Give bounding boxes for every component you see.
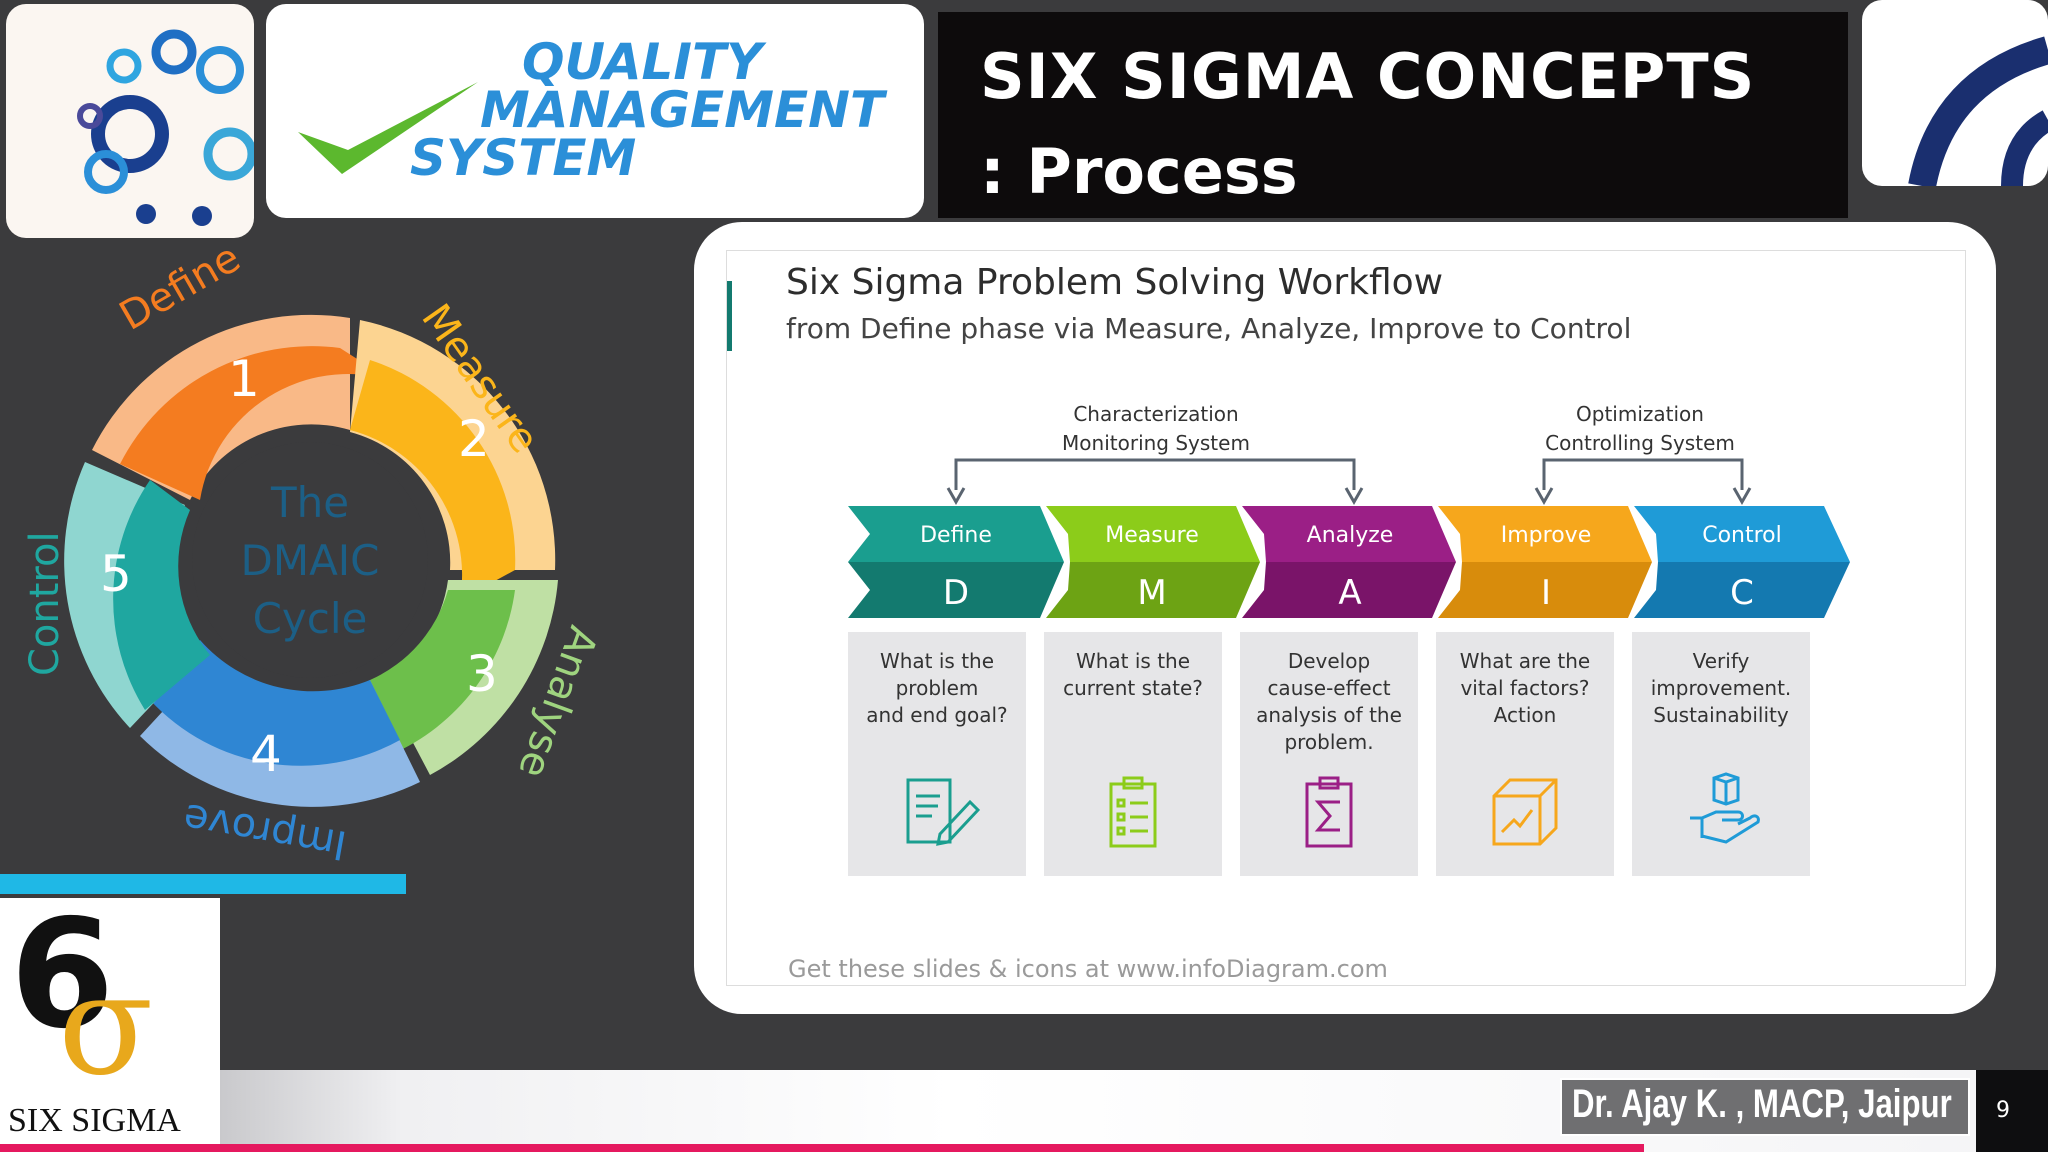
- clipboard-checklist-icon: [1109, 776, 1157, 848]
- qms-line3: SYSTEM: [410, 129, 637, 187]
- step-card-improve-text: What are the vital factors? Action: [1436, 632, 1614, 729]
- bracket-characterization: [946, 458, 1364, 506]
- group1-line2: Monitoring System: [1062, 431, 1250, 455]
- step-card-control: Verify improvement. Sustainability: [1632, 632, 1810, 876]
- step-card-define: What is the problem and end goal?: [848, 632, 1026, 876]
- chevron-measure: Measure M: [1046, 506, 1260, 618]
- group-label-characterization: Characterization Monitoring System: [1046, 400, 1266, 458]
- right-logo-tile: [1862, 0, 2048, 189]
- step-text-line: cause-effect: [1267, 676, 1391, 700]
- step-text-line: problem.: [1284, 730, 1374, 754]
- step-text-line: Develop: [1287, 649, 1371, 673]
- step-text-line: What are the: [1459, 649, 1591, 673]
- step-text-line: improvement.: [1650, 676, 1792, 700]
- dmaic-center-line3: Cycle: [252, 594, 368, 643]
- step-card-analyze-text: Develop cause-effect analysis of the pro…: [1240, 632, 1418, 756]
- logo-sigma: σ: [58, 944, 154, 1107]
- page-number-box: [1976, 1070, 2048, 1152]
- page-number: 9: [1996, 1098, 2010, 1123]
- step-card-measure: What is the current state?: [1044, 632, 1222, 876]
- checkmark-icon: [298, 82, 478, 174]
- step-text-line: What is the: [1075, 649, 1191, 673]
- chevron-analyze-label: Analyze: [1307, 523, 1394, 548]
- chevron-analyze: Analyze A: [1242, 506, 1456, 618]
- workflow-subtitle: from Define phase via Measure, Analyze, …: [786, 312, 1632, 345]
- gears-image: [6, 4, 257, 238]
- chevron-define: Define D: [848, 506, 1064, 618]
- footer-accent-line: [0, 1144, 1644, 1152]
- step-text-line: problem: [895, 676, 979, 700]
- group-label-optimization: Optimization Controlling System: [1530, 400, 1750, 458]
- chevron-control-label: Control: [1702, 523, 1782, 548]
- bracket-optimization: [1534, 458, 1752, 506]
- dmaic-cycle: [64, 314, 558, 807]
- page-subtitle: : Process: [980, 135, 1298, 208]
- dmaic-center-line2: DMAIC: [240, 536, 380, 585]
- step-text-line: What is the: [879, 649, 995, 673]
- step-text-line: Verify: [1692, 649, 1750, 673]
- workflow-footer: Get these slides & icons at www.infoDiag…: [788, 955, 1388, 983]
- hand-holding-box-icon: [1690, 772, 1760, 844]
- dmaic-number-1: 1: [228, 350, 260, 408]
- chevron-improve-letter: I: [1541, 573, 1551, 613]
- qms-logo: [266, 4, 924, 218]
- chevron-control: Control C: [1634, 506, 1850, 618]
- group1-line1: Characterization: [1073, 402, 1239, 426]
- step-text-line: and end goal?: [866, 703, 1008, 727]
- clipboard-sigma-icon: [1305, 776, 1353, 848]
- step-text-line: analysis of the: [1256, 703, 1402, 727]
- author-name: Dr. Ajay K. , MACP, Jaipur: [1572, 1082, 1952, 1126]
- slide-accent-mark: [727, 281, 732, 351]
- gears-icon: [77, 29, 257, 226]
- qms-wordmark: QUALITY MANAGEMENT SYSTEM: [410, 33, 885, 187]
- group2-line1: Optimization: [1576, 402, 1704, 426]
- dmaic-number-2: 2: [458, 410, 490, 468]
- six-sigma-logo: 6 σ SIX SIGMA: [0, 888, 220, 1150]
- chevron-define-letter: D: [943, 573, 969, 613]
- logo-text: SIX SIGMA: [8, 1102, 181, 1139]
- chevron-analyze-letter: A: [1338, 573, 1361, 613]
- chevron-define-label: Define: [920, 523, 992, 548]
- step-card-measure-text: What is the current state?: [1044, 632, 1222, 702]
- title-box: [938, 12, 1848, 218]
- chevron-measure-letter: M: [1137, 573, 1166, 613]
- dmaic-center-text: The DMAIC Cycle: [200, 474, 420, 648]
- qms-line1: QUALITY: [522, 33, 763, 91]
- dmaic-number-5: 5: [100, 545, 132, 603]
- author-box: [1560, 1078, 1970, 1136]
- step-text-line: current state?: [1063, 676, 1203, 700]
- document-pencil-icon: [906, 778, 980, 846]
- box-growth-chart-icon: [1492, 778, 1558, 846]
- step-text-line: Sustainability: [1653, 703, 1789, 727]
- page-title: SIX SIGMA CONCEPTS: [980, 40, 1756, 113]
- chevron-improve: Improve I: [1438, 506, 1652, 618]
- logo-six: 6: [10, 888, 115, 1062]
- step-card-control-text: Verify improvement. Sustainability: [1632, 632, 1810, 729]
- step-card-analyze: Develop cause-effect analysis of the pro…: [1240, 632, 1418, 876]
- chevron-measure-label: Measure: [1105, 523, 1199, 548]
- step-card-define-text: What is the problem and end goal?: [848, 632, 1026, 729]
- group2-line2: Controlling System: [1545, 431, 1735, 455]
- step-text-line: vital factors?: [1460, 676, 1590, 700]
- step-text-line: Action: [1493, 703, 1557, 727]
- chevron-control-letter: C: [1730, 573, 1754, 613]
- workflow-title: Six Sigma Problem Solving Workflow: [786, 262, 1444, 303]
- arc-logo-icon: [1908, 36, 2048, 189]
- dmaic-number-3: 3: [466, 645, 498, 703]
- step-card-improve: What are the vital factors? Action: [1436, 632, 1614, 876]
- dmaic-center-line1: The: [270, 478, 350, 527]
- chevron-improve-label: Improve: [1501, 523, 1591, 548]
- dmaic-number-4: 4: [250, 725, 282, 783]
- qms-line2: MANAGEMENT: [480, 81, 885, 139]
- accent-bar: [0, 874, 406, 894]
